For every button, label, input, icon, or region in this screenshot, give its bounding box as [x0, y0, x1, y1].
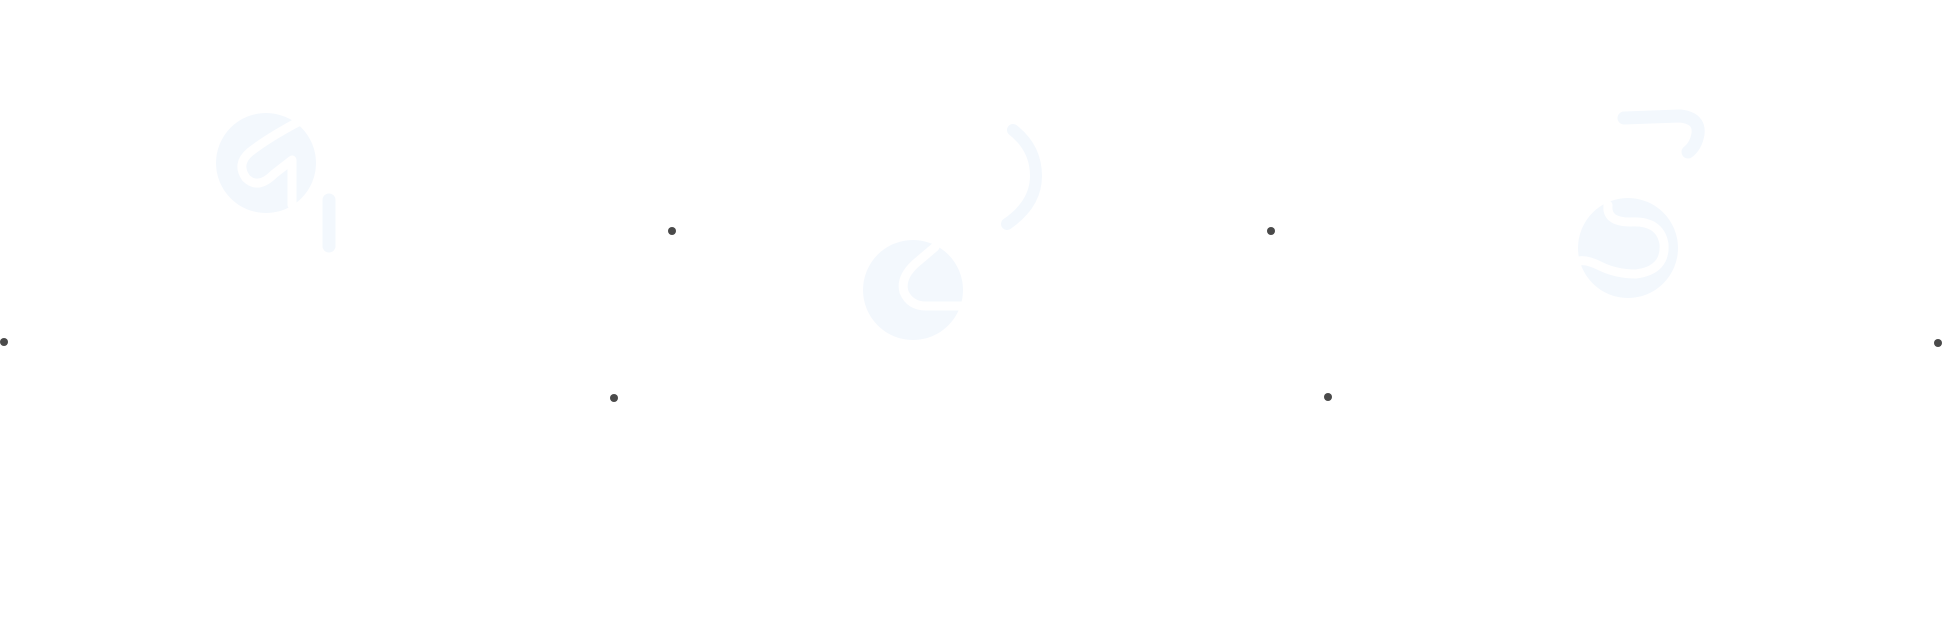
swirl-stroke-icon: [1571, 200, 1669, 279]
cut-stroke-icon: [898, 242, 975, 311]
swirl-circle-group: [1571, 109, 1705, 298]
dot-upper-left: [668, 227, 676, 235]
arc-bracket-icon: [1001, 124, 1043, 230]
swoosh-circle-group: [216, 113, 336, 253]
cut-circle-icon: [863, 240, 963, 340]
swoosh-circle-icon: [216, 113, 316, 213]
cut-circle-group: [863, 124, 1043, 340]
dots-group: [0, 227, 1942, 402]
dot-upper-right: [1267, 227, 1275, 235]
cut-notch-icon: [964, 270, 978, 310]
dot-lower-right: [1324, 393, 1332, 401]
swoosh-stroke-icon: [237, 117, 303, 210]
dot-lower-left: [610, 394, 618, 402]
dot-right-edge: [1934, 339, 1942, 347]
hook-bar-icon: [1617, 109, 1705, 159]
dot-left-edge: [0, 338, 8, 346]
